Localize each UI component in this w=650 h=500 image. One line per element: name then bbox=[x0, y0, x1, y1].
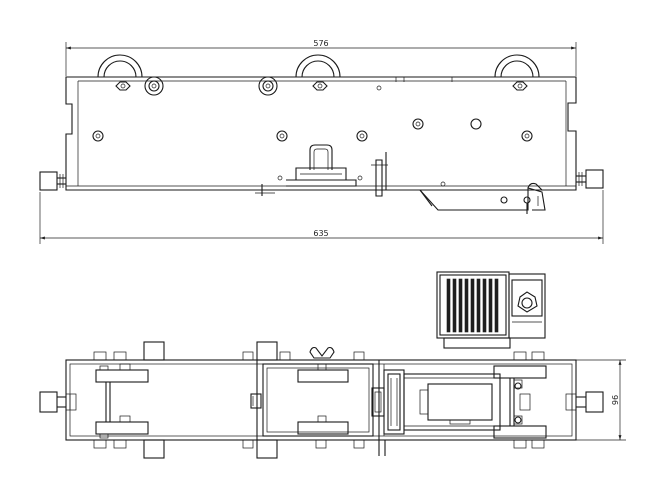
dimension-label-576: 576 bbox=[313, 39, 328, 48]
dimension-plan-height: 96 bbox=[576, 359, 626, 441]
wheel-assembly-center bbox=[250, 363, 349, 435]
dimension-top-width: 576 bbox=[65, 39, 577, 76]
bottom-plates bbox=[255, 152, 388, 197]
drive-assembly bbox=[371, 369, 501, 435]
wheel-group-top bbox=[97, 54, 540, 78]
plan-top-blocks bbox=[93, 341, 545, 361]
dimension-label-635: 635 bbox=[313, 229, 328, 238]
dimension-label-96: 96 bbox=[610, 395, 619, 405]
elevation-view: 576 bbox=[39, 39, 604, 244]
main-frame bbox=[65, 76, 577, 191]
gear-motor bbox=[436, 271, 546, 349]
plan-end-buffer-left bbox=[39, 391, 77, 413]
end-buffer-right bbox=[576, 169, 604, 189]
wheel-assembly-left bbox=[95, 363, 149, 439]
wheel-assembly-right bbox=[493, 365, 547, 439]
middle-holes bbox=[92, 118, 533, 142]
plan-end-buffer-right bbox=[565, 391, 604, 413]
dimension-overall-length: 635 bbox=[39, 190, 604, 244]
plan-bottom-blocks bbox=[93, 439, 545, 459]
plan-view: 96 bbox=[39, 271, 626, 459]
upper-bolts bbox=[115, 76, 528, 96]
end-buffer-left bbox=[39, 171, 66, 191]
center-clamp bbox=[277, 144, 363, 187]
motor-cooling-fins bbox=[446, 278, 499, 333]
motor-bracket bbox=[386, 181, 546, 214]
